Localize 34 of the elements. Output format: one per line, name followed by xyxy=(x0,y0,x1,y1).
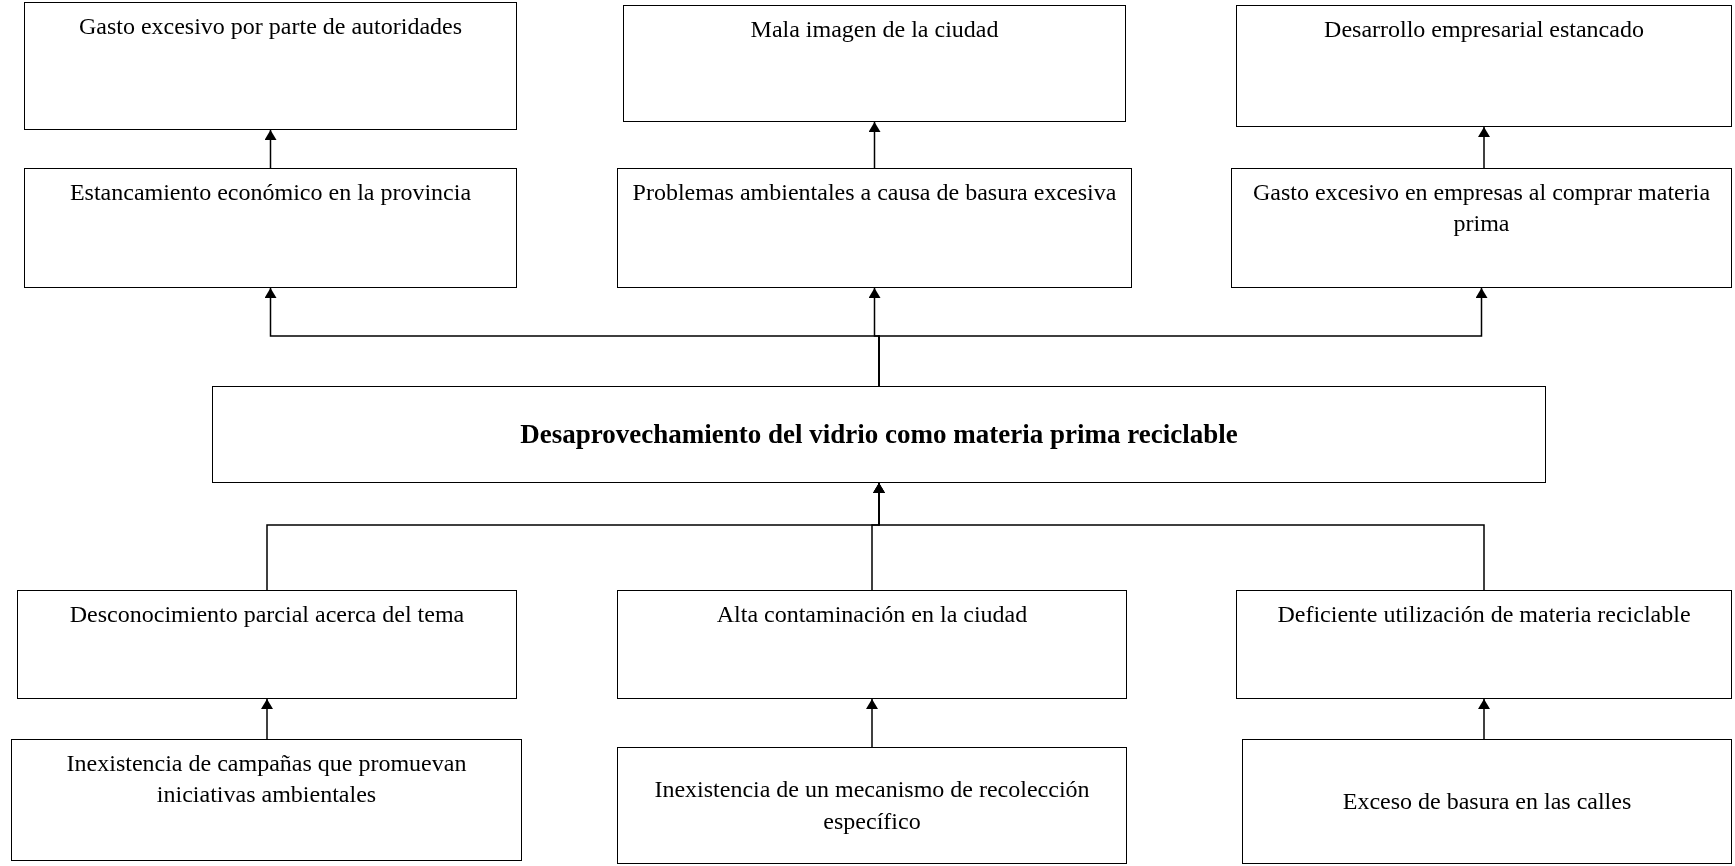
arrow xyxy=(866,698,878,748)
box-text: Problemas ambientales a causa de basura excesiva xyxy=(632,178,1117,207)
text-box xyxy=(1231,168,1732,288)
arrow xyxy=(873,482,1485,591)
text-box xyxy=(212,386,1546,483)
box-text: Mala imagen de la ciudad xyxy=(750,15,999,44)
box-text: Estancamiento económico en la provincia xyxy=(69,178,472,207)
box-text: Inexistencia de campañas que promuevan iniciativas ambientales xyxy=(65,749,468,810)
box-text: Desconocimiento parcial acerca del tema xyxy=(69,600,465,629)
box-text: Inexistencia de un mecanismo de recolección específico xyxy=(653,775,1091,836)
box-text: Desaprovechamiento del vidrio como materia prima reciclable xyxy=(520,417,1238,451)
box-text: Gasto excesivo en empresas al comprar materia prima xyxy=(1251,178,1712,239)
arrow xyxy=(878,287,1488,387)
text-box xyxy=(11,739,522,861)
box-text: Gasto excesivo por parte de autoridades xyxy=(78,12,463,41)
arrow xyxy=(261,698,273,740)
text-box xyxy=(617,168,1132,288)
box-text: Desarrollo empresarial estancado xyxy=(1324,15,1644,44)
text-box xyxy=(623,5,1126,122)
arrow xyxy=(264,129,277,169)
text-box xyxy=(17,590,517,699)
text-box xyxy=(617,747,1127,864)
box-text: Alta contaminación en la ciudad xyxy=(716,600,1028,629)
arrow xyxy=(868,121,881,169)
box-text: Deficiente utilización de materia reciclable xyxy=(1277,600,1691,629)
arrow xyxy=(1478,126,1490,169)
text-box xyxy=(1242,739,1732,864)
text-box xyxy=(617,590,1127,699)
text-box xyxy=(1236,5,1732,127)
text-box xyxy=(1236,590,1732,699)
box-text: Exceso de basura en las calles xyxy=(1342,786,1632,816)
text-box xyxy=(24,168,517,288)
arrow xyxy=(1478,698,1490,740)
text-box xyxy=(24,2,517,130)
